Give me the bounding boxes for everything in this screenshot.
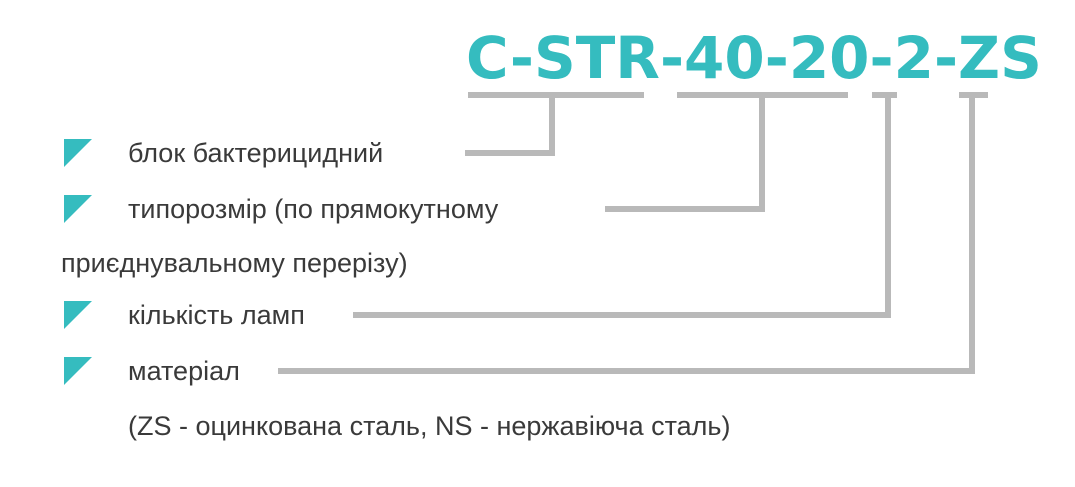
item-lamps-label: кількість ламп [128, 300, 305, 330]
connector-material [278, 95, 975, 374]
connector-size [605, 95, 765, 212]
item-size-label-continued: приєднувальному перерізу) [61, 248, 408, 278]
product-code: C-STR-40-20-2-ZS [466, 24, 1042, 92]
item-block-label: блок бактерицидний [128, 138, 384, 168]
item-material-note: (ZS - оцинкована сталь, NS - нержавіюча … [128, 411, 731, 441]
item-material-label: матеріал [128, 356, 240, 386]
connector-lamps [353, 95, 891, 318]
item-size-label: типорозмір (по прямокутному [128, 194, 499, 224]
connector-block [465, 95, 555, 156]
